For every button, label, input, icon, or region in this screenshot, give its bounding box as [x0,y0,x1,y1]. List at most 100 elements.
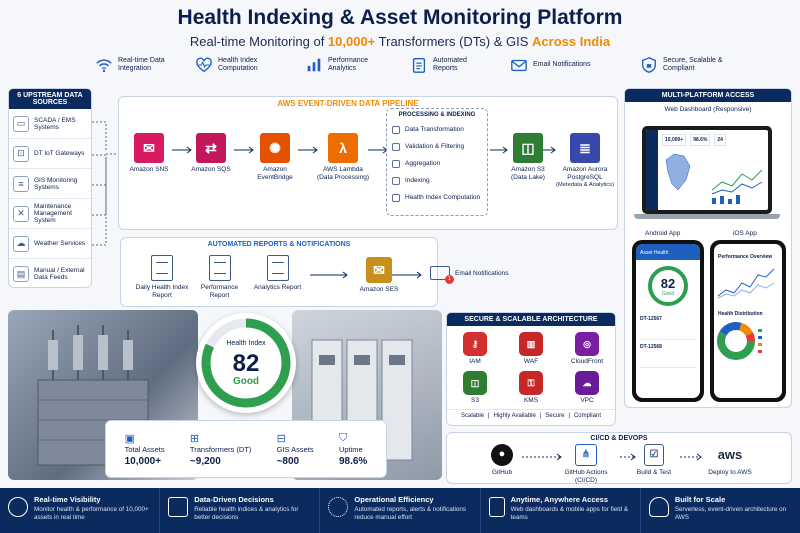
gis-icon: ⊟ [276,432,286,445]
security-title: SECURE & SCALABLE ARCHITECTURE [447,313,615,326]
report-icon [208,255,231,281]
cicd-build: ☑ Build & Test [632,444,676,477]
ios-header: Performance Overview [718,254,773,260]
service-aurora: ≣ Amazon Aurora PostgreSQL (Metedata & A… [552,133,618,189]
data-sources-title: 6 UPSTREAM DATA SOURCES [9,89,91,109]
cloud-icon: ☁ [13,235,29,252]
health-calc-icon [392,193,400,202]
health-status: Good [232,376,260,387]
feature-realtime: Real-time Data Integration [95,56,170,74]
service-sns: ✉ Amazon SNS [126,133,172,174]
cicd-arrows [522,453,702,461]
source-scada: ▭SCADA / EMS Systems [9,109,91,139]
checklist-icon: ☑ [644,444,664,466]
eventbridge-icon: ✺ [260,133,290,163]
router-icon: ⊡ [13,145,29,162]
proc-step: Health Index Computation [392,189,482,206]
wifi-icon [96,59,112,73]
service-eventbridge: ✺ Amazon EventBridge [248,133,302,182]
document-icon: ▤ [13,266,29,282]
dashboard-charts [665,153,763,204]
wrench-icon: ✕ [13,205,29,222]
feature-performance: Performance Analytics [305,56,380,74]
sec-kms: ⚿KMS [503,371,559,404]
uptime-shield-icon: ⛉ [338,431,348,444]
health-value: 82 [232,350,260,377]
eye-icon [8,497,28,517]
waf-icon: ▥ [519,332,543,356]
filter-icon [392,142,400,151]
report-performance: Performance Report [192,255,247,300]
iam-icon: ⚷ [463,332,487,356]
cloud-icon [648,497,669,517]
s3-bucket-icon: ◫ [513,133,543,163]
reports-title: AUTOMATED REPORTS & NOTIFICATIONS [207,241,351,248]
index-icon [392,176,400,185]
clipboard-icon [412,58,426,73]
security-panel: SECURE & SCALABLE ARCHITECTURE ⚷IAM ▥WAF… [446,312,616,426]
service-sqs: ⇄ Amazon SQS [188,133,234,174]
proc-step: Aggregation [392,155,482,172]
aggregate-icon [392,159,400,168]
cicd-github: ● GitHub [482,444,522,477]
cicd-deploy: aws Deploy to AWS [700,444,760,477]
data-sources-panel: 6 UPSTREAM DATA SOURCES ▭SCADA / EMS Sys… [8,88,92,288]
service-s3: ◫ Amazon S3 (Data Lake) [506,133,550,182]
pipeline-panel: AWS EVENT-DRIVEN DATA PIPELINE [118,96,618,230]
sec-iam: ⚷IAM [447,332,503,365]
security-tags: Scalable| Highly Available| Secure| Comp… [447,409,615,419]
page-title: Health Indexing & Asset Monitoring Platf… [177,6,623,29]
sec-waf: ▥WAF [503,332,559,365]
service-lambda: λ AWS Lambda (Data Processing) [313,133,373,182]
gauge-ring [201,318,291,408]
gauge-fill [201,318,291,408]
chart-up-icon [168,497,189,517]
heart-pulse-icon [196,57,212,73]
cicd-actions: ⋔ GitHub Actions (CI/CD) [556,444,616,485]
shield-icon [642,57,656,73]
aws-logo: aws [717,447,743,462]
server-icon: ≡ [13,175,29,192]
cloudfront-icon: ◎ [575,332,599,356]
gear-icon [328,497,349,517]
sec-vpc: ☁VPC [559,371,615,404]
android-label: Android App [645,230,681,237]
workflow-icon: ⋔ [575,444,597,466]
android-gauge: 82 Good [648,266,688,306]
android-screen: Asset Health 82 Good DT-12567 DT-12568 [636,244,700,398]
stat-gis-assets: ⊟ GIS Assets~800 [276,432,314,467]
cicd-title: CI/CD & DEVOPS [590,435,648,442]
proc-step: Data Transformation [392,121,482,138]
vpc-icon: ☁ [575,371,599,395]
processing-title: PROCESSING & INDEXING [398,112,476,118]
page-subtitle: Real-time Monitoring of 10,000+ Transfor… [189,34,611,49]
feature-reports: Automated Reports [410,56,485,74]
android-dt1: DT-12567 [640,316,662,322]
ios-screen: Performance Overview Health Distribution [714,244,782,398]
web-dashboard-screen: 10,000+ 98.6% 24 [646,130,768,210]
source-gis: ≡GIS Monitoring Systems [9,169,91,199]
sqs-icon: ⇄ [196,133,226,163]
ios-dist-label: Health Distribution [718,311,763,317]
notification-badge: 1 [445,275,454,284]
android-phone: Asset Health 82 Good DT-12567 DT-12568 [632,240,704,402]
report-icon [266,255,289,281]
laptop-base [634,214,780,219]
github-icon: ● [491,444,513,466]
ios-line-chart [717,268,775,299]
report-analytics: Analytics Report [250,255,305,292]
mail-icon [511,59,527,72]
database-icon: ≣ [570,133,600,163]
health-index-gauge: Health Index 82 Good [196,313,296,413]
proc-step: Indexing [392,172,482,189]
laptop-mockup: 10,000+ 98.6% 24 [642,126,772,214]
feature-secure: Secure, Scalable & Compliant [640,56,750,74]
report-icon [151,255,173,281]
